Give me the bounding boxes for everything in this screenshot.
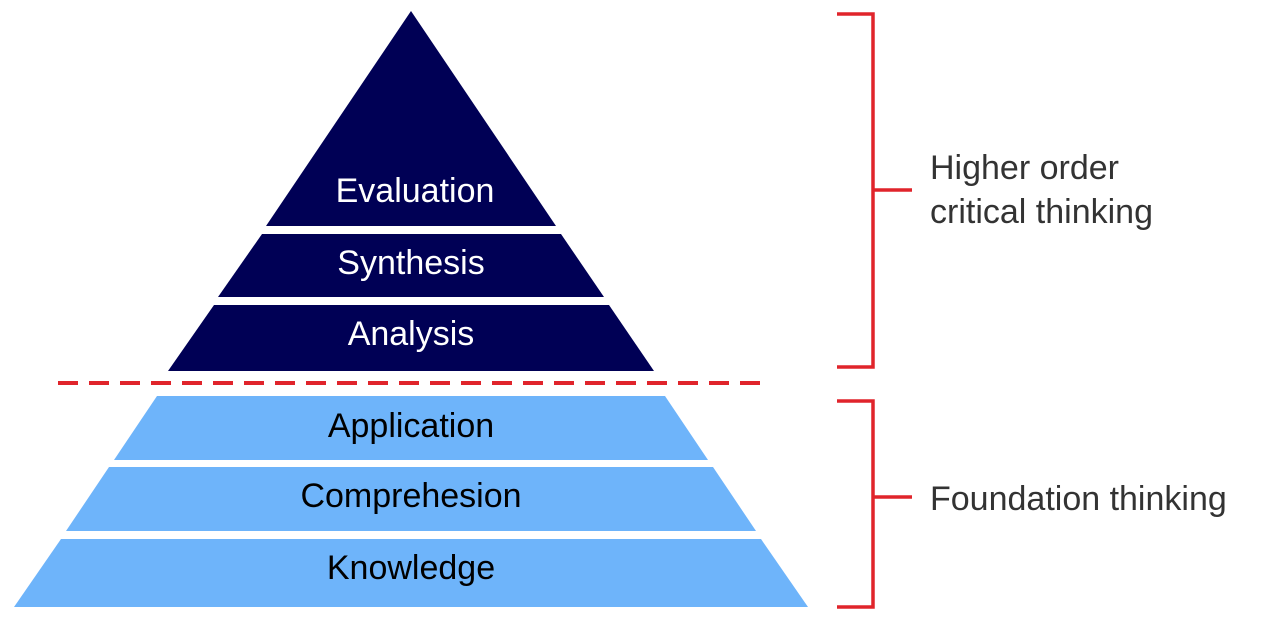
tier-synthesis-shape [218,234,604,297]
group-label-higher-line2: critical thinking [930,193,1153,231]
tier-comprehesion-label: Comprehesion [300,477,521,515]
tier-knowledge-shape [14,539,808,607]
tier-analysis: Analysis [168,305,654,371]
tier-knowledge-label: Knowledge [327,549,495,587]
bracket-foundation [837,399,912,609]
tier-synthesis: Synthesis [218,234,604,297]
bracket-higher-order [837,12,912,369]
group-label-foundation: Foundation thinking [930,480,1227,518]
tier-synthesis-label: Synthesis [337,244,484,282]
tier-evaluation-label: Evaluation [336,172,495,210]
tier-comprehesion: Comprehesion [66,467,756,531]
tier-application-label: Application [328,407,494,445]
tier-analysis-shape [168,305,654,371]
tier-analysis-label: Analysis [348,315,475,353]
group-label-higher-line1: Higher order [930,149,1119,187]
tier-evaluation-shape [266,11,556,226]
tier-evaluation: Evaluation [266,11,556,226]
tier-comprehesion-shape [66,467,756,531]
tier-application-shape [114,396,708,460]
tier-knowledge: Knowledge [14,539,808,607]
tier-application: Application [114,396,708,460]
